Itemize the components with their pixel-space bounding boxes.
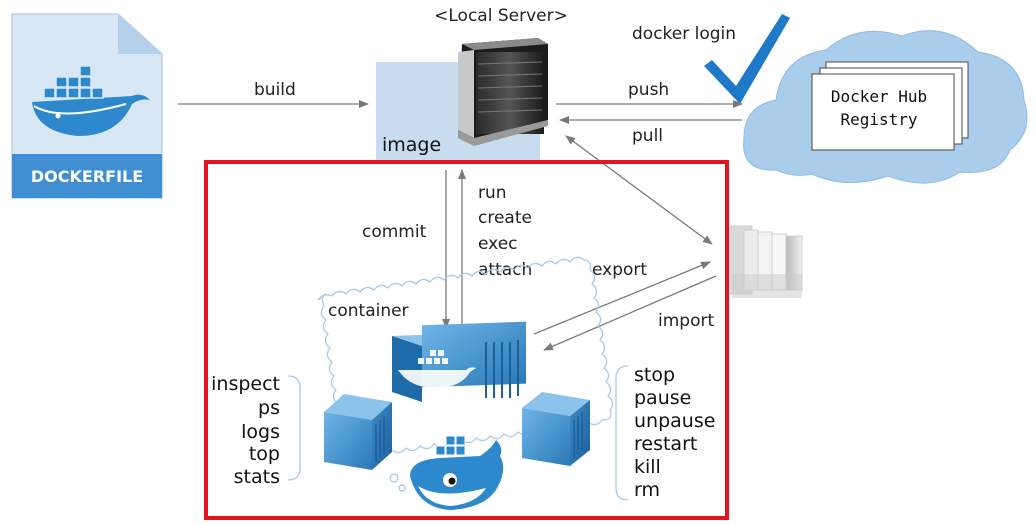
pause-command: pause xyxy=(634,387,691,409)
unpause-command: unpause xyxy=(634,410,715,432)
build-label: build xyxy=(254,80,296,100)
exec-command: exec xyxy=(478,234,518,254)
dockerfile-document: DOCKERFILE xyxy=(11,13,163,199)
create-command: create xyxy=(478,208,532,228)
rm-command: rm xyxy=(634,479,660,501)
stop-command: stop xyxy=(634,364,675,386)
container-cube-left-icon xyxy=(324,394,392,470)
commit-label: commit xyxy=(362,222,427,242)
container-cube-right-icon xyxy=(522,392,590,466)
kill-command: kill xyxy=(634,456,661,478)
docker-login-label: docker login xyxy=(632,24,736,44)
import-arrow xyxy=(543,275,717,351)
dockerfile-label: DOCKERFILE xyxy=(31,167,143,186)
left-command-bracket xyxy=(287,375,301,481)
attach-command: attach xyxy=(478,260,532,280)
container-section-highlight xyxy=(204,160,729,520)
registry-line2: Registry xyxy=(840,110,917,129)
server-icon xyxy=(458,38,548,146)
export-label: export xyxy=(592,260,647,280)
local-server-label: <Local Server> xyxy=(434,6,568,26)
import-label: import xyxy=(658,311,714,331)
registry-line1: Docker Hub xyxy=(831,87,927,106)
container-box-icon xyxy=(392,321,526,402)
right-command-bracket xyxy=(615,365,629,501)
docker-hub-cloud: Docker Hub Registry xyxy=(743,30,1028,184)
restart-command: restart xyxy=(634,433,697,455)
folder-icon xyxy=(729,225,803,298)
push-label: push xyxy=(628,80,669,100)
pull-label: pull xyxy=(632,126,663,146)
moby-whale-icon xyxy=(389,435,504,510)
logs-command: logs xyxy=(241,421,280,443)
export-arrow xyxy=(533,261,711,335)
server-archive-arrow xyxy=(565,135,713,245)
stats-command: stats xyxy=(234,466,280,488)
image-label: image xyxy=(382,134,441,156)
ps-command: ps xyxy=(258,397,280,419)
checkmark-icon xyxy=(704,14,790,104)
docker-whale-icon xyxy=(32,65,150,136)
container-label: container xyxy=(328,301,409,321)
top-command: top xyxy=(249,443,280,465)
run-command: run xyxy=(478,183,507,203)
inspect-command: inspect xyxy=(211,373,280,395)
